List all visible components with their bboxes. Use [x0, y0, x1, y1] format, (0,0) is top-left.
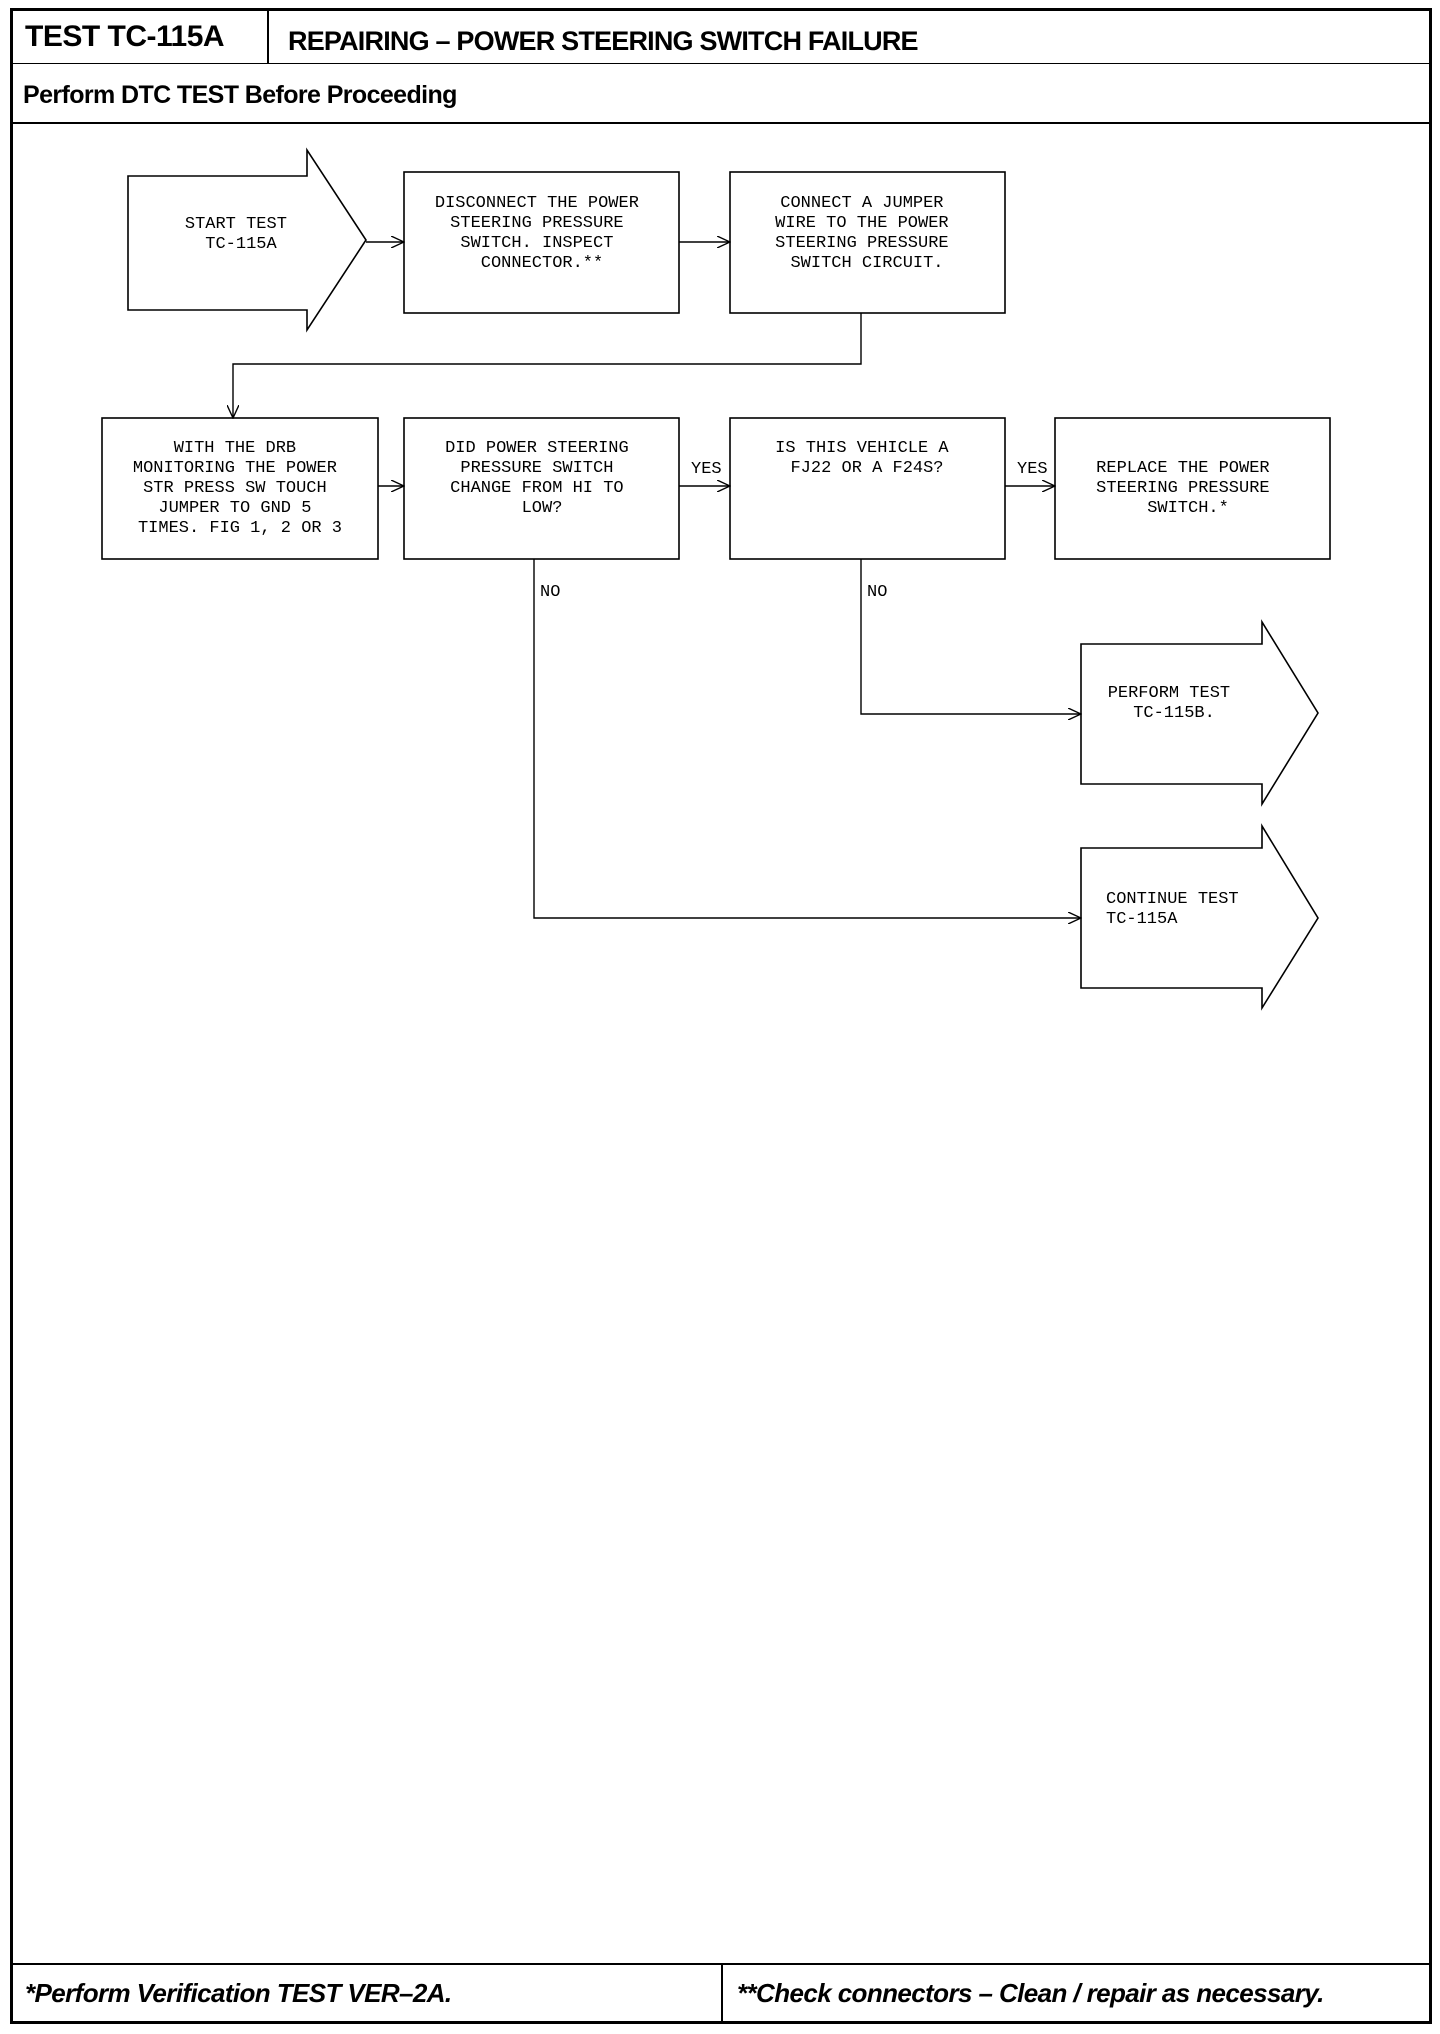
- did-change-line-3: CHANGE FROM HI TO: [450, 479, 623, 498]
- start-line-1: START TEST: [185, 215, 287, 234]
- edge-vehicle-no: [860, 559, 1081, 714]
- continue-line-1: CONTINUE TEST: [1106, 890, 1239, 909]
- replace-line-3: SWITCH.*: [1147, 499, 1229, 518]
- test-procedure-page: TEST TC-115A REPAIRING – POWER STEERING …: [10, 8, 1432, 2024]
- drb-line-3: STR PRESS SW TOUCH: [143, 479, 327, 498]
- flow-connectors: [233, 242, 1081, 918]
- continue-line-2: TC-115A: [1106, 910, 1178, 929]
- continue-test-tc115a-node: CONTINUE TEST TC-115A: [1080, 823, 1319, 1011]
- continue-text: CONTINUE TEST TC-115A: [1106, 890, 1249, 929]
- footer-divider: [721, 1965, 723, 2021]
- vehicle-check-node: IS THIS VEHICLE A FJ22 OR A F24S?: [729, 417, 1006, 560]
- footer-note-verification: *Perform Verification TEST VER–2A.: [25, 1978, 452, 2008]
- replace-switch-node: REPLACE THE POWER STEERING PRESSURE SWIT…: [1054, 417, 1331, 560]
- disconnect-line-4: CONNECTOR.**: [481, 254, 603, 273]
- start-test-node: START TEST TC-115A: [127, 147, 367, 333]
- drb-monitoring-node: WITH THE DRB MONITORING THE POWER STR PR…: [101, 417, 379, 560]
- disconnect-line-1: DISCONNECT THE POWER: [435, 194, 639, 213]
- edge-did-change-no: [533, 559, 1081, 918]
- perform-text: PERFORM TEST TC-115B.: [1108, 684, 1241, 723]
- did-change-line-2: PRESSURE SWITCH: [460, 459, 613, 478]
- yes-label-did-change: YES: [691, 460, 722, 479]
- yes-label-vehicle: YES: [1017, 460, 1048, 479]
- disconnect-line-2: STEERING PRESSURE: [450, 214, 623, 233]
- jumper-text: CONNECT A JUMPER WIRE TO THE POWER STEER…: [775, 194, 959, 273]
- connect-jumper-node: CONNECT A JUMPER WIRE TO THE POWER STEER…: [729, 171, 1006, 314]
- replace-text: REPLACE THE POWER STEERING PRESSURE SWIT…: [1096, 459, 1280, 518]
- replace-line-2: STEERING PRESSURE: [1096, 479, 1269, 498]
- disconnect-text: DISCONNECT THE POWER STEERING PRESSURE S…: [435, 194, 649, 273]
- perform-line-1: PERFORM TEST: [1108, 684, 1230, 703]
- vehicle-line-2: FJ22 OR A F24S?: [790, 459, 943, 478]
- replace-line-1: REPLACE THE POWER: [1096, 459, 1269, 478]
- drb-line-4: JUMPER TO GND 5: [158, 499, 311, 518]
- start-line-2: TC-115A: [205, 235, 277, 254]
- footer-note-connectors: **Check connectors – Clean / repair as n…: [737, 1978, 1324, 2008]
- vehicle-line-1: IS THIS VEHICLE A: [775, 439, 949, 458]
- drb-line-2: MONITORING THE POWER: [133, 459, 337, 478]
- test-id: TEST TC-115A: [13, 11, 269, 63]
- drb-line-1: WITH THE DRB: [174, 439, 296, 458]
- jumper-line-4: SWITCH CIRCUIT.: [790, 254, 943, 273]
- drb-text: WITH THE DRB MONITORING THE POWER STR PR…: [133, 439, 347, 538]
- header: TEST TC-115A REPAIRING – POWER STEERING …: [13, 11, 1429, 64]
- jumper-line-1: CONNECT A JUMPER: [780, 194, 943, 213]
- did-change-text: DID POWER STEERING PRESSURE SWITCH CHANG…: [445, 439, 639, 518]
- jumper-line-3: STEERING PRESSURE: [775, 234, 948, 253]
- footer: *Perform Verification TEST VER–2A. **Che…: [13, 1963, 1429, 2021]
- no-label-did-change: NO: [540, 583, 560, 602]
- vehicle-text: IS THIS VEHICLE A FJ22 OR A F24S?: [775, 439, 959, 478]
- no-label-vehicle: NO: [867, 583, 887, 602]
- disconnect-switch-node: DISCONNECT THE POWER STEERING PRESSURE S…: [403, 171, 680, 314]
- disconnect-line-3: SWITCH. INSPECT: [460, 234, 613, 253]
- did-switch-change-node: DID POWER STEERING PRESSURE SWITCH CHANG…: [403, 417, 680, 560]
- jumper-line-2: WIRE TO THE POWER: [775, 214, 948, 233]
- page-title: REPAIRING – POWER STEERING SWITCH FAILUR…: [288, 26, 919, 56]
- did-change-line-1: DID POWER STEERING: [445, 439, 629, 458]
- did-change-line-4: LOW?: [522, 499, 563, 518]
- subheader: Perform DTC TEST Before Proceeding: [13, 64, 1429, 124]
- perform-line-2: TC-115B.: [1133, 704, 1215, 723]
- start-test-text: START TEST TC-115A: [185, 215, 297, 254]
- drb-line-5: TIMES. FIG 1, 2 OR 3: [138, 519, 342, 538]
- perform-test-tc115b-node: PERFORM TEST TC-115B.: [1080, 619, 1319, 807]
- edge-jumper-to-drb: [233, 313, 862, 418]
